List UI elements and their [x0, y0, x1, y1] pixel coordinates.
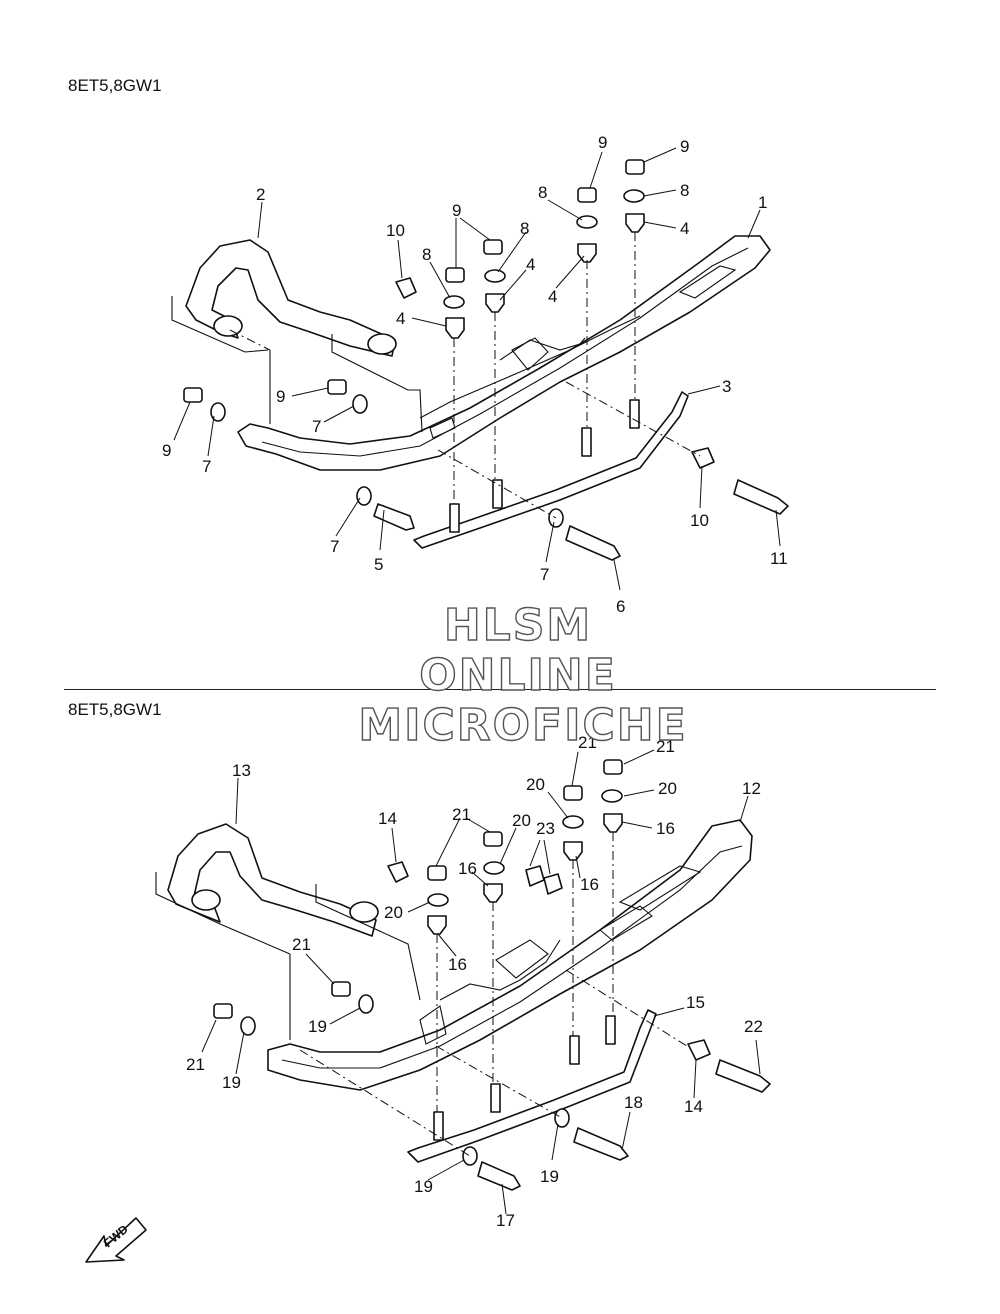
callout-8d: 8	[422, 245, 431, 264]
runner-studs-top	[449, 399, 640, 533]
callout-20d: 20	[384, 903, 403, 922]
callout-14b: 14	[684, 1097, 703, 1116]
ski-assembly-bottom: 12 13 14 14 15 16 16 16 16 17 18 19 19 1…	[155, 733, 771, 1230]
ski-handle-13	[167, 823, 377, 937]
callout-13: 13	[232, 761, 251, 780]
callout-21e: 21	[186, 1055, 205, 1074]
callout-18: 18	[624, 1093, 643, 1112]
callout-8c: 8	[520, 219, 529, 238]
callout-8a: 8	[680, 181, 689, 200]
callout-19d: 19	[540, 1167, 559, 1186]
callout-21d: 21	[292, 935, 311, 954]
callout-9d: 9	[276, 387, 285, 406]
watermark: HLSM ONLINE MICROFICHE	[358, 599, 687, 751]
callout-2: 2	[256, 185, 265, 204]
callout-22: 22	[744, 1017, 763, 1036]
callout-21b: 21	[656, 737, 675, 756]
callout-7a: 7	[330, 537, 339, 556]
runner-15	[407, 1009, 657, 1163]
callout-16d: 16	[448, 955, 467, 974]
callout-9c: 9	[452, 201, 461, 220]
callout-19b: 19	[222, 1073, 241, 1092]
callout-20c: 20	[512, 811, 531, 830]
callout-9e: 9	[162, 441, 171, 460]
ski-1	[237, 235, 771, 471]
callout-16b: 16	[458, 859, 477, 878]
callout-20b: 20	[526, 775, 545, 794]
callout-11: 11	[770, 549, 788, 568]
callout-12: 12	[742, 779, 761, 798]
callout-7b: 7	[540, 565, 549, 584]
handle-mount-right	[367, 333, 397, 355]
watermark-line3: MICROFICHE	[358, 700, 687, 751]
fwd-arrow-icon: FWD	[85, 1217, 147, 1263]
callout-5: 5	[374, 555, 383, 574]
watermark-line2: ONLINE	[419, 650, 617, 701]
callout-16c: 16	[580, 875, 599, 894]
ski-assembly-top: 1 2 3 4 4 4 4 5 6 7 7 7 7 8 8 8 8 9 9 9	[162, 133, 789, 616]
ski-12	[267, 819, 753, 1091]
runner-3	[413, 391, 689, 549]
callout-15: 15	[686, 993, 705, 1012]
callout-9b: 9	[680, 137, 689, 156]
model-code-top: 8ET5,8GW1	[68, 76, 162, 95]
section-divider	[64, 689, 936, 690]
callouts-top: 1 2 3 4 4 4 4 5 6 7 7 7 7 8 8 8 8 9 9 9	[162, 133, 788, 616]
callout-4c: 4	[526, 255, 535, 274]
callouts-bottom: 12 13 14 14 15 16 16 16 16 17 18 19 19 1…	[186, 733, 763, 1230]
callout-10b: 10	[690, 511, 709, 530]
callout-17: 17	[496, 1211, 515, 1230]
callout-10a: 10	[386, 221, 405, 240]
callout-21c: 21	[452, 805, 471, 824]
callout-7d: 7	[202, 457, 211, 476]
leaders-top	[173, 147, 781, 591]
leaders-bottom	[201, 749, 761, 1215]
callout-9a: 9	[598, 133, 607, 152]
callout-1: 1	[758, 193, 767, 212]
callout-21a: 21	[578, 733, 597, 752]
callout-23: 23	[536, 819, 555, 838]
fasteners-bottom	[213, 759, 771, 1191]
ski-handle-2	[185, 239, 396, 357]
fasteners-top	[183, 159, 789, 561]
callout-20a: 20	[658, 779, 677, 798]
watermark-line1: HLSM	[444, 600, 592, 651]
handle-mount-right-b	[349, 901, 379, 923]
callout-6: 6	[616, 597, 625, 616]
handle-mount-left-b	[191, 889, 221, 911]
callout-4d: 4	[396, 309, 405, 328]
runner-studs-bottom	[433, 1015, 616, 1141]
callout-7c: 7	[312, 417, 321, 436]
callout-16a: 16	[656, 819, 675, 838]
callout-3: 3	[722, 377, 731, 396]
handle-mount-left	[213, 315, 243, 337]
callout-8b: 8	[538, 183, 547, 202]
callout-19c: 19	[414, 1177, 433, 1196]
callout-14a: 14	[378, 809, 397, 828]
callout-4b: 4	[548, 287, 557, 306]
callout-19a: 19	[308, 1017, 327, 1036]
model-code-bottom: 8ET5,8GW1	[68, 700, 162, 719]
callout-4a: 4	[680, 219, 689, 238]
